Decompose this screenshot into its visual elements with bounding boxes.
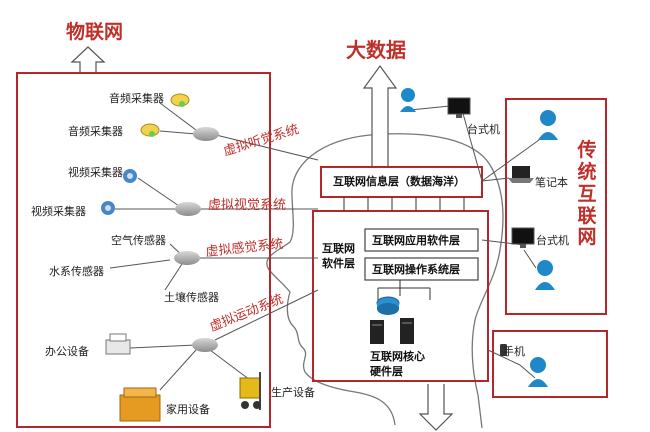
virtual-vision-label: 虚拟视觉系统 [208,198,287,213]
traditional-internet-title: 传统互联网 [577,139,597,249]
iot-up-arrow [70,46,106,72]
audio-collector-icon [170,93,190,107]
person-icon [400,88,416,112]
iot-frame [16,72,271,428]
laptop-icon [508,166,534,183]
video-collector-icon-2 [101,201,115,215]
printer-icon [105,333,131,355]
motion-hub [192,338,218,352]
video-collector-icon [123,169,137,183]
big-data-title: 大数据 [346,38,406,62]
video-hub [175,202,201,216]
person-icon-2 [538,110,558,140]
big-data-arrow [362,64,398,168]
os-layer-label: 互联网操作系统层 [372,263,460,276]
bottom-down-arrow [418,384,454,431]
laptop-label: 笔记本 [535,176,568,189]
os-layer-box [364,257,479,281]
phone-label: 手机 [503,345,525,358]
desktop-icon-2 [511,227,535,248]
person-icon-3 [535,260,555,290]
person-icon-4 [528,357,548,387]
desktop-label-1: 台式机 [467,123,500,136]
traditional-internet-frame [505,98,607,315]
audio-collector-label-1: 音频采集器 [109,92,164,105]
desktop-icon [447,97,471,118]
video-collector-label-1: 视频采集器 [68,166,123,179]
app-software-box [364,228,479,252]
info-layer-box [320,166,483,198]
iot-title: 物联网 [66,21,124,43]
air-sensor-label: 空气传感器 [111,234,166,247]
soil-sensor-label: 土壤传感器 [164,291,219,304]
office-device-label: 办公设备 [45,345,89,358]
forklift-icon [239,372,261,410]
phone-icon [500,344,507,356]
production-device-label: 生产设备 [271,386,315,399]
info-layer-label: 互联网信息层（数据海洋） [333,175,465,188]
internet-main-frame [312,210,489,382]
home-device-icon [119,387,161,422]
head-silhouette [266,133,504,429]
sensor-hub [174,251,200,265]
phone-frame [492,330,608,398]
audio-hub [193,127,219,141]
desktop-label-2: 台式机 [536,234,569,247]
home-device-label: 家用设备 [166,403,210,416]
software-layer-label: 互联网 软件层 [322,242,355,270]
core-hardware-label: 互联网核心 硬件层 [370,350,425,378]
server-icon [370,318,414,344]
audio-collector-label-2: 音频采集器 [68,125,123,138]
app-software-label: 互联网应用软件层 [372,234,460,247]
router-icon [376,296,400,315]
water-sensor-label: 水系传感器 [49,265,104,278]
audio-collector-icon-2 [140,123,160,137]
video-collector-label-2: 视频采集器 [31,205,86,218]
